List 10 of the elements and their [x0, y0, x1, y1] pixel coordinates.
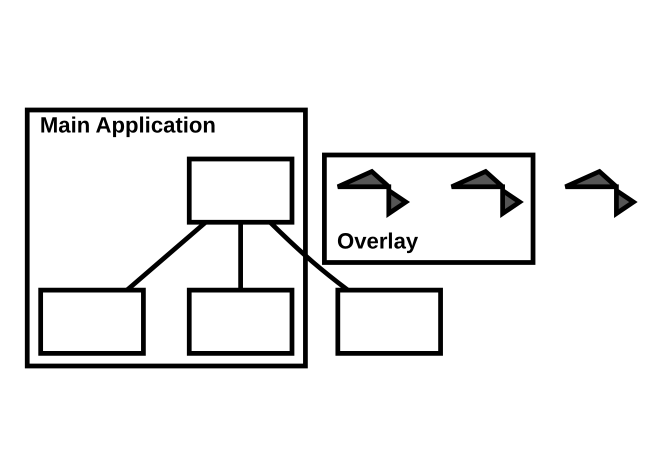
node-arrow [335, 168, 410, 218]
connector [238, 222, 243, 290]
node-box [186, 287, 294, 356]
node-box [186, 156, 294, 224]
node-box [335, 287, 443, 356]
node-arrow [449, 168, 524, 218]
node-arrow [563, 168, 638, 218]
cluster: Main Application [24, 107, 308, 368]
node-box [38, 287, 146, 356]
cluster: Overlay [322, 152, 536, 264]
